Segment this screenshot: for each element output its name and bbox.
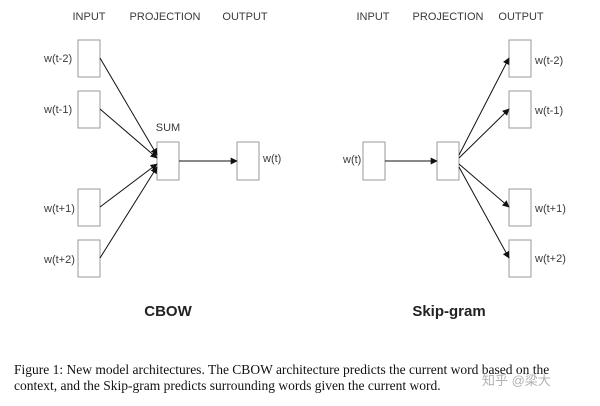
caption-line-2: context, and the Skip-gram predicts surr… <box>14 378 441 393</box>
cbow-output-box <box>236 141 260 181</box>
skipgram-output-box-3 <box>508 188 532 227</box>
skipgram-output-box-2 <box>508 90 532 129</box>
skipgram-input-box <box>362 141 386 181</box>
watermark: 知乎 @梁大 <box>482 373 551 388</box>
cbow-arrow-1 <box>99 57 158 156</box>
skipgram-output-label-4: w(t+2) <box>535 253 566 265</box>
skipgram-output-label-2: w(t-1) <box>535 105 564 117</box>
cbow-header-projection: PROJECTION <box>129 11 201 23</box>
skipgram-output-label-3: w(t+1) <box>535 203 566 215</box>
cbow-title: CBOW <box>144 303 192 320</box>
skipgram-arrow-4 <box>458 166 510 259</box>
figure-caption: Figure 1: New model architectures. The C… <box>14 362 589 394</box>
skipgram-input-label: w(t) <box>343 154 362 166</box>
cbow-input-box-1 <box>77 39 101 78</box>
skipgram-output-box-1 <box>508 39 532 78</box>
cbow-input-label-2: w(t-1) <box>44 104 73 116</box>
cbow-sum-label: SUM <box>155 122 181 134</box>
skipgram-arrow-1 <box>458 57 510 156</box>
cbow-input-box-3 <box>77 188 101 227</box>
cbow-arrow-4 <box>99 166 158 259</box>
cbow-input-label-3: w(t+1) <box>44 203 75 215</box>
cbow-header-output: OUTPUT <box>222 11 268 23</box>
cbow-projection-box <box>156 141 180 181</box>
skipgram-arrow-3 <box>458 163 510 208</box>
caption-line-1: Figure 1: New model architectures. The C… <box>14 362 550 377</box>
cbow-input-box-4 <box>77 239 101 278</box>
skipgram-output-box-4 <box>508 239 532 278</box>
skipgram-header-projection: PROJECTION <box>412 11 484 23</box>
cbow-output-label: w(t) <box>263 153 282 165</box>
cbow-arrow-2 <box>99 108 158 159</box>
cbow-header-input: INPUT <box>72 11 106 23</box>
cbow-input-label-1: w(t-2) <box>44 53 73 65</box>
skipgram-output-label-1: w(t-2) <box>535 55 564 67</box>
skipgram-projection-box <box>436 141 460 181</box>
cbow-input-label-4: w(t+2) <box>44 254 75 266</box>
cbow-arrow-3 <box>99 163 158 208</box>
cbow-input-box-2 <box>77 90 101 129</box>
skipgram-arrow-2 <box>458 108 510 159</box>
skipgram-header-input: INPUT <box>356 11 390 23</box>
skipgram-header-output: OUTPUT <box>498 11 544 23</box>
skipgram-title: Skip-gram <box>412 303 486 320</box>
